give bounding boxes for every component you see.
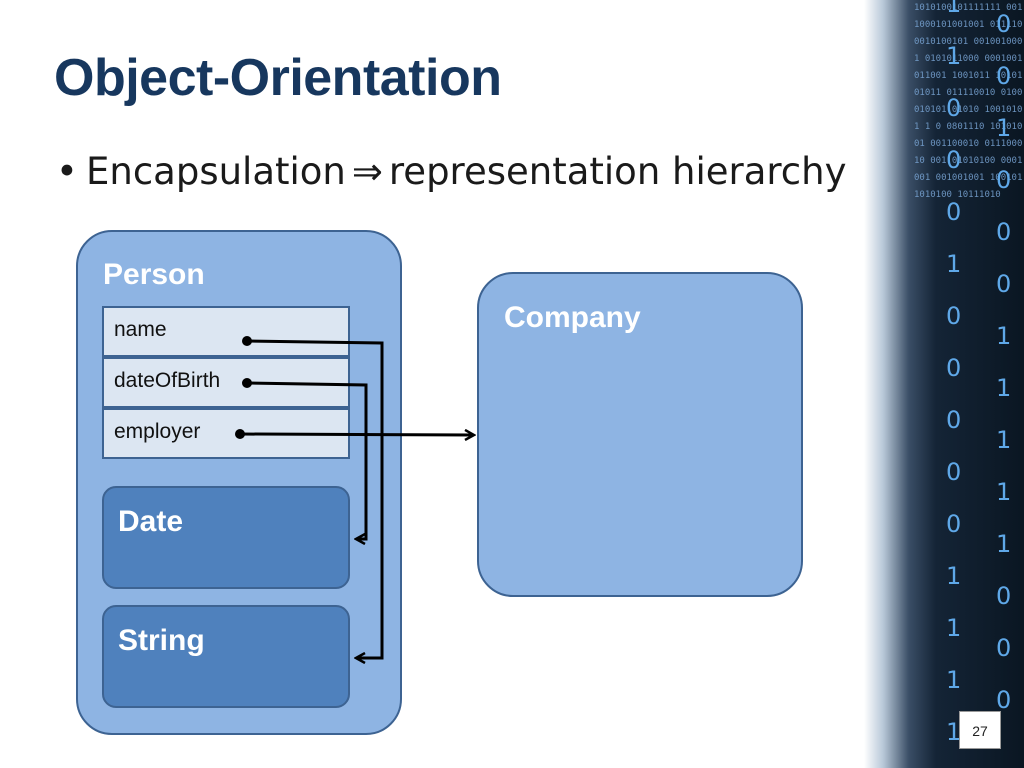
bullet-text-before: Encapsulation bbox=[86, 150, 346, 193]
binary-digit: 0 bbox=[996, 10, 1012, 38]
person-label: Person bbox=[103, 258, 205, 291]
binary-digit: 1 bbox=[946, 42, 962, 70]
connector-dot-name bbox=[242, 336, 252, 346]
connector-dot-employer bbox=[235, 429, 245, 439]
arrow-name-to-string bbox=[247, 339, 384, 658]
bullet-point: •Encapsulation⇒representation hierarchy bbox=[56, 150, 847, 193]
binary-digit: 0 bbox=[996, 218, 1012, 246]
binary-decoration-image: 1010100101111111 0011000101001001 011110… bbox=[864, 0, 1024, 768]
binary-digit: 1 bbox=[946, 614, 962, 642]
binary-digit: 0 bbox=[946, 510, 962, 538]
field-date-of-birth: dateOfBirth bbox=[102, 357, 350, 408]
binary-digit: 1 bbox=[996, 114, 1012, 142]
binary-digit: 1 bbox=[996, 530, 1012, 558]
date-label: Date bbox=[118, 505, 184, 538]
string-box bbox=[102, 605, 350, 708]
binary-digit: 0 bbox=[946, 94, 962, 122]
arrow-dob-to-date bbox=[247, 381, 368, 539]
binary-digit: 0 bbox=[946, 458, 962, 486]
binary-digit: 0 bbox=[996, 166, 1012, 194]
implies-arrow-icon: ⇒ bbox=[351, 150, 383, 193]
binary-digit: 1 bbox=[946, 562, 962, 590]
binary-digit: 0 bbox=[946, 406, 962, 434]
connector-dot-date-of-birth bbox=[242, 378, 252, 388]
binary-digit: 1 bbox=[996, 426, 1012, 454]
binary-digit: 0 bbox=[946, 354, 962, 382]
binary-digit: 1 bbox=[996, 374, 1012, 402]
binary-digit: 1 bbox=[946, 666, 962, 694]
arrow-employer-to-company bbox=[239, 434, 474, 435]
binary-digit: 0 bbox=[996, 634, 1012, 662]
date-box bbox=[102, 486, 350, 589]
binary-digit: 0 bbox=[996, 686, 1012, 714]
binary-digit: 1 bbox=[996, 478, 1012, 506]
binary-digit: 0 bbox=[996, 270, 1012, 298]
bullet-text-after: representation hierarchy bbox=[388, 150, 847, 193]
binary-digit: 1 bbox=[946, 250, 962, 278]
binary-digit: 0 bbox=[946, 302, 962, 330]
page-number: 27 bbox=[959, 711, 1001, 749]
binary-digit: 0 bbox=[996, 62, 1012, 90]
bullet-dot-icon: • bbox=[56, 150, 78, 193]
company-box bbox=[477, 272, 803, 597]
string-label: String bbox=[118, 624, 205, 657]
field-name: name bbox=[102, 306, 350, 357]
binary-digit: 0 bbox=[996, 582, 1012, 610]
connection-arrows bbox=[235, 336, 864, 768]
binary-digit: 0 bbox=[946, 146, 962, 174]
binary-background-text: 1010100101111111 0011000101001001 011110… bbox=[914, 3, 1023, 200]
company-label: Company bbox=[504, 301, 641, 334]
slide-title: Object-Orientation bbox=[54, 49, 502, 107]
binary-digit: 1 bbox=[946, 0, 962, 18]
binary-digit: 0 bbox=[946, 198, 962, 226]
binary-digit: 1 bbox=[996, 322, 1012, 350]
binary-digit: 1 bbox=[946, 718, 962, 746]
